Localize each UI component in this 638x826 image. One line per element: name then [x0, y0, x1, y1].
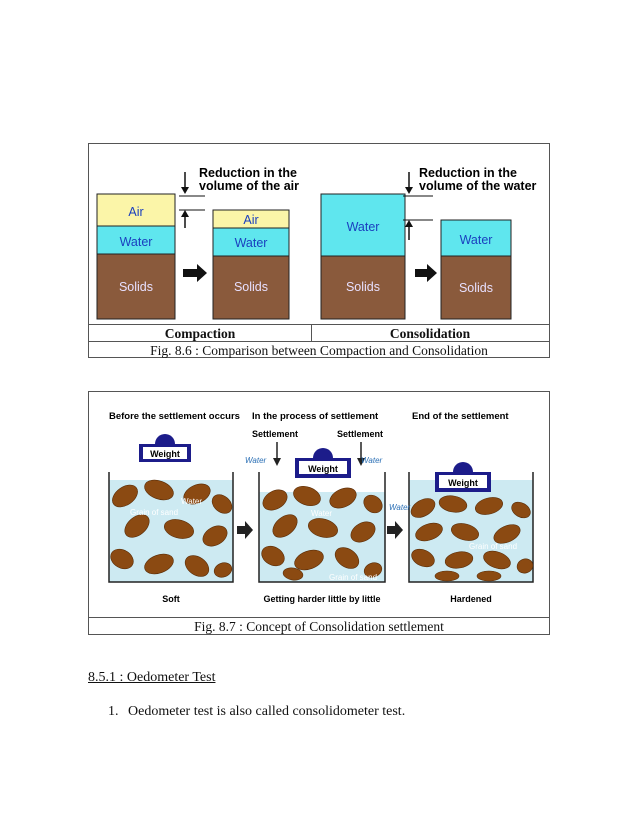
stage-2-title: In the process of settlement — [252, 411, 379, 422]
weight-label-2: Weight — [308, 464, 338, 474]
water-label-1: Water — [120, 235, 153, 249]
air-label-1: Air — [128, 205, 143, 219]
grain-label-a: Grain of sand — [130, 508, 178, 517]
arrow-right-icon — [387, 521, 403, 539]
arrow-right-icon — [183, 264, 207, 282]
figure-8-6-header-row: Compaction Consolidation — [89, 324, 549, 341]
weight-label-1: Weight — [150, 449, 180, 459]
stage-1-title: Before the settlement occurs — [109, 411, 240, 422]
water-label-e: Water — [389, 503, 411, 512]
reduction-water-line1: Reduction in the — [419, 166, 517, 180]
consolidation-settlement-diagram: Before the settlement occurs In the proc… — [97, 404, 537, 614]
solids-label-3: Solids — [346, 280, 380, 294]
compaction-consolidation-diagram: Air Water Solids Air Water Solids Reduct… — [96, 166, 537, 320]
figure-8-7-caption: Fig. 8.7 : Concept of Consolidation sett… — [89, 617, 549, 635]
compaction-header: Compaction — [164, 326, 236, 341]
section-heading: 8.5.1 : Oedometer Test — [88, 670, 216, 685]
water-label-d: Water — [311, 509, 332, 518]
settlement-label-1: Settlement — [252, 429, 298, 439]
figure-8-6-table: Air Water Solids Air Water Solids Reduct… — [88, 143, 550, 358]
water-label-a: Water — [181, 497, 202, 506]
weight-label-3: Weight — [448, 478, 478, 488]
reduction-water-line2: volume of the water — [419, 179, 537, 193]
list-item-number: 1. — [108, 704, 119, 719]
water-label-2: Water — [235, 236, 268, 250]
list-item: 1. Oedometer test is also called consoli… — [108, 703, 405, 720]
settlement-label-2: Settlement — [337, 429, 383, 439]
stage-3-title: End of the settlement — [412, 411, 509, 422]
grain-label-c: Grain of sand — [469, 542, 517, 551]
reduction-air-line2: volume of the air — [199, 179, 299, 193]
state-2: Getting harder little by little — [263, 594, 380, 604]
solids-label-2: Solids — [234, 280, 268, 294]
water-label-3: Water — [347, 220, 380, 234]
list-item-text: Oedometer test is also called consolidom… — [128, 704, 406, 719]
consolidation-header: Consolidation — [389, 326, 471, 341]
water-label-b: Water — [245, 456, 267, 465]
solids-label-4: Solids — [459, 281, 493, 295]
figure-8-7-table: Before the settlement occurs In the proc… — [88, 391, 550, 635]
water-label-c: Water — [361, 456, 383, 465]
grain-label-b: Grain of sand — [329, 573, 377, 582]
air-label-2: Air — [243, 213, 258, 227]
figure-8-6-caption: Fig. 8.6 : Comparison between Compaction… — [89, 341, 549, 358]
solids-label-1: Solids — [119, 280, 153, 294]
state-3: Hardened — [450, 594, 492, 604]
arrow-right-icon — [415, 264, 437, 282]
arrow-right-icon — [237, 521, 253, 539]
state-1: Soft — [162, 594, 180, 604]
reduction-air-line1: Reduction in the — [199, 166, 297, 180]
water-label-4: Water — [460, 233, 493, 247]
